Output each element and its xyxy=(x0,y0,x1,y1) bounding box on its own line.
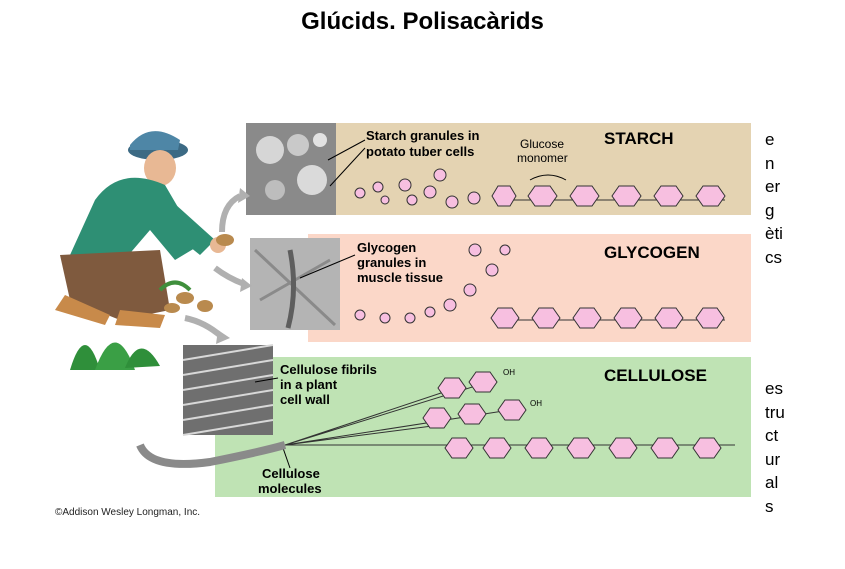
side-structurals-part: s xyxy=(765,496,774,516)
side-structurals-part: ct xyxy=(765,426,779,445)
cellulose-callout-line1: Cellulose fibrils xyxy=(280,362,377,377)
farmer-illustration xyxy=(55,131,234,328)
plant-illustration xyxy=(70,342,160,370)
glycogen-callout-line3: muscle tissue xyxy=(357,270,443,285)
cellulose-micrograph xyxy=(182,344,274,436)
side-structurals-part: al xyxy=(765,473,779,492)
arrow-to-cellulose xyxy=(184,315,224,340)
arrow-to-starch xyxy=(219,193,242,233)
side-energetics-part: er xyxy=(765,177,781,196)
cellulose-callout-line3: cell wall xyxy=(280,392,330,407)
side-structurals-part: es xyxy=(765,379,783,398)
arrow-to-glycogen xyxy=(213,265,246,287)
oh-label-2: OH xyxy=(530,399,542,408)
glycogen-micrograph xyxy=(250,238,340,330)
slide-title: Glúcids. Polisacàrids xyxy=(301,8,544,35)
side-energetics-part: cs xyxy=(765,247,782,267)
side-structurals-part: ur xyxy=(765,449,781,469)
side-label-energetics: e n er g èti cs xyxy=(765,128,783,269)
cellulose-chains xyxy=(284,371,735,459)
glycogen-callout-line2: granules in xyxy=(357,255,426,270)
glycogen-chain xyxy=(354,243,725,329)
side-energetics-part: n xyxy=(765,153,775,173)
starch-chain xyxy=(354,168,726,209)
side-energetics-part: èti xyxy=(765,224,783,243)
glucose-monomer-line1: Glucose xyxy=(520,137,564,151)
copyright-credit: ©Addison Wesley Longman, Inc. xyxy=(55,507,201,518)
side-energetics-part: e xyxy=(765,130,775,149)
glucose-monomer-line2: monomer xyxy=(517,151,568,165)
glycogen-callout-line1: Glycogen xyxy=(357,240,416,255)
side-structurals-part: tru xyxy=(765,402,785,422)
glycogen-heading: GLYCOGEN xyxy=(604,243,700,262)
side-label-structurals: es tru ct ur al s xyxy=(765,377,785,518)
cellulose-molecules-line1: Cellulose xyxy=(262,466,320,481)
starch-callout-line1: Starch granules in xyxy=(366,128,479,143)
cellulose-callout-line2: in a plant xyxy=(280,377,338,392)
cellulose-heading: CELLULOSE xyxy=(604,366,707,385)
starch-callout-line2: potato tuber cells xyxy=(366,144,474,159)
starch-micrograph xyxy=(246,123,336,215)
monomer-bracket xyxy=(529,174,567,181)
oh-label-1: OH xyxy=(503,368,515,377)
side-energetics-part: g xyxy=(765,200,775,220)
starch-heading: STARCH xyxy=(604,129,674,148)
cellulose-stalk xyxy=(136,441,287,468)
cellulose-molecules-line2: molecules xyxy=(258,481,322,496)
